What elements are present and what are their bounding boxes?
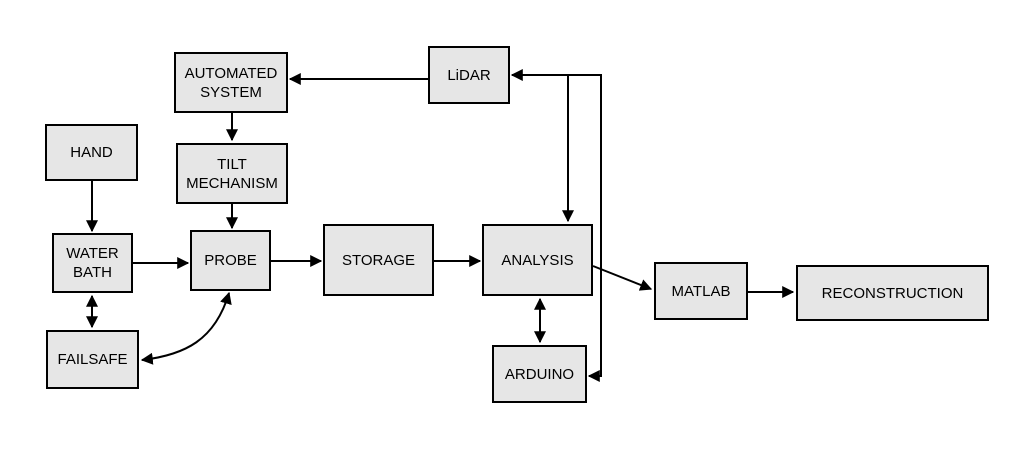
matlab-node: MATLAB <box>654 262 748 320</box>
edge-probe-failsafe <box>140 291 232 365</box>
failsafe-node: FAILSAFE <box>46 330 139 389</box>
automated-system-label: AUTOMATED SYSTEM <box>184 64 278 101</box>
probe-node: PROBE <box>190 230 271 291</box>
edge-lidar-arduino <box>568 74 602 382</box>
automated-system-node: AUTOMATED SYSTEM <box>174 52 288 113</box>
edge-analysis-to-matlab <box>592 265 653 291</box>
storage-label: STORAGE <box>341 251 416 269</box>
water-bath-label: WATER BATH <box>66 245 119 281</box>
storage-node: STORAGE <box>323 224 434 296</box>
tilt-mechanism-node: TILT MECHANISM <box>176 143 288 204</box>
water-bath-node: WATER BATH <box>52 233 133 293</box>
reconstruction-node: RECONSTRUCTION <box>796 265 989 321</box>
arduino-label: ARDUINO <box>504 365 575 383</box>
reconstruction-label: RECONSTRUCTION <box>821 284 964 302</box>
probe-label: PROBE <box>204 252 257 269</box>
lidar-label: LiDAR <box>447 66 491 84</box>
hand-node: HAND <box>45 124 138 181</box>
analysis-label: ANALYSIS <box>501 251 574 269</box>
hand-label: HAND <box>70 144 113 161</box>
edge-lidar-analysis <box>510 69 574 223</box>
analysis-node: ANALYSIS <box>482 224 593 296</box>
tilt-mechanism-label: TILT MECHANISM <box>186 155 278 192</box>
matlab-label: MATLAB <box>671 282 731 300</box>
failsafe-label: FAILSAFE <box>57 351 128 368</box>
lidar-node: LiDAR <box>428 46 510 104</box>
arduino-node: ARDUINO <box>492 345 587 403</box>
